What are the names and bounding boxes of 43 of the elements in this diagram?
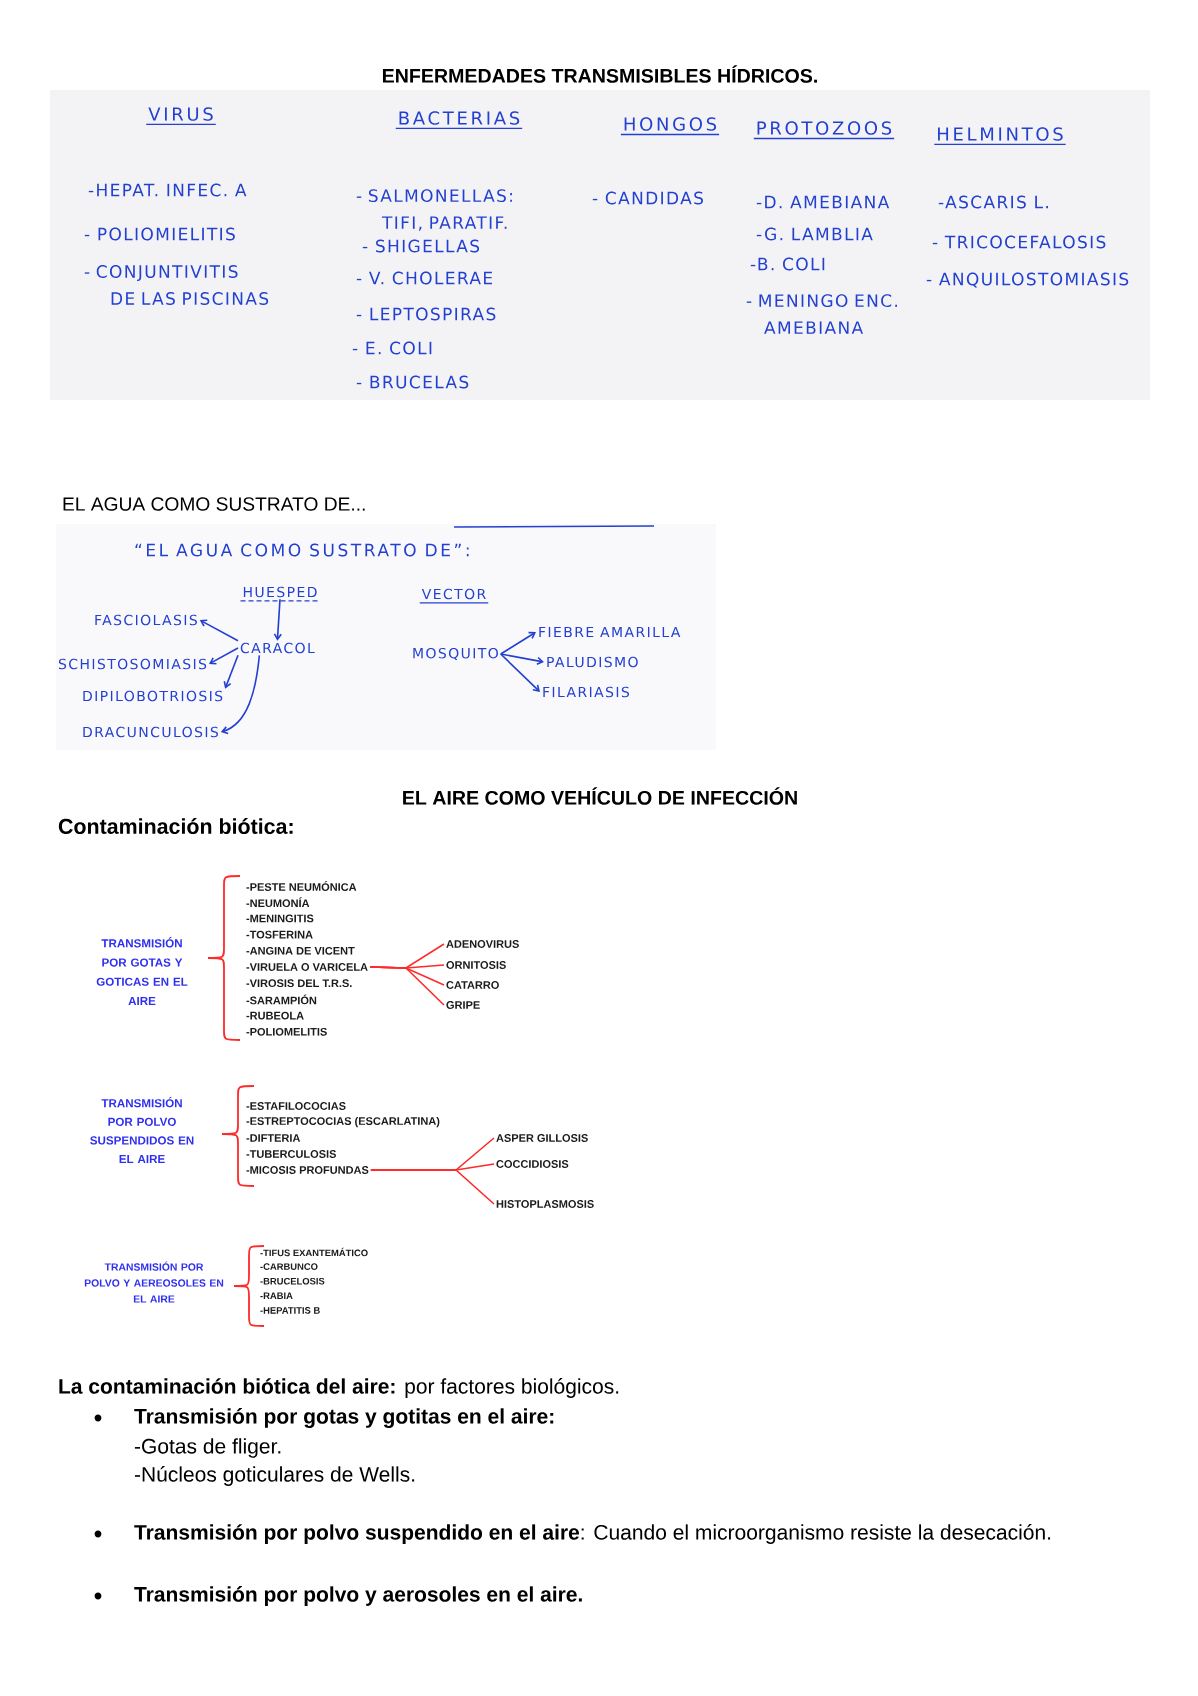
arrow: [273, 598, 283, 641]
arrow: [499, 653, 544, 665]
arrow: [220, 654, 261, 735]
handwritten-item: -B. COLI: [750, 257, 825, 271]
arrow: [499, 631, 536, 655]
paragraph: La contaminación biótica del aire: por factores biológicos.: [59, 1378, 619, 1398]
sub-item: -Gotas de fliger.: [134, 1438, 281, 1458]
bullet-item: Transmisión por polvo y aerosoles en el aire.: [134, 1586, 582, 1606]
section-heading: EL AIRE COMO VEHÍCULO DE INFECCIÓN: [403, 787, 797, 805]
bullet-item: Transmisión por polvo suspendido en el aire: Cuando el microorganismo resiste la desecación.: [134, 1524, 1051, 1544]
handwritten-item: - ANQUILOSTOMIASIS: [926, 272, 1129, 288]
handwritten-title: “EL AGUA COMO SUSTRATO DE”:: [135, 543, 469, 557]
subheading: Contaminación biótica:: [58, 818, 293, 834]
handwritten-item: - CANDIDAS: [592, 191, 703, 205]
arrow: [223, 654, 239, 689]
handwritten-item: - MENINGO ENC. AMEBIANA: [746, 294, 897, 334]
column-heading: PROTOZOOS: [753, 121, 895, 140]
handwritten-item: -ASCARIS L.: [938, 195, 1048, 209]
page-title: ENFERMEDADES TRANSMISIBLES HÍDRICOS.: [383, 65, 817, 83]
column-heading: HONGOS: [620, 117, 720, 136]
bullet-item: Transmisión por gotas y gotitas en el aire:: [134, 1408, 554, 1428]
column-heading: HELMINTOS: [933, 127, 1067, 146]
handwritten-item: -G. LAMBLIA: [756, 227, 873, 241]
handwritten-item: - CONJUNTIVITIS DE LAS PISCINAS: [84, 265, 269, 305]
handwritten-item: -D. AMEBIANA: [756, 195, 890, 209]
handwritten-item: - BRUCELAS: [356, 375, 469, 389]
arrow: [199, 619, 239, 642]
column-heading: BACTERIAS: [395, 111, 523, 130]
arrow: [208, 647, 239, 665]
handwritten-item: - SHIGELLAS: [362, 239, 480, 253]
handwritten-item: - E. COLI: [352, 341, 432, 355]
handwritten-item: - POLIOMIELITIS: [84, 227, 235, 241]
column-heading: VIRUS: [145, 107, 217, 126]
handwritten-item: - SALMONELLAS: TIFI, PARATIF.: [356, 189, 512, 231]
handwritten-item: - LEPTOSPIRAS: [356, 307, 496, 321]
arrow: [499, 653, 540, 692]
connector-line: [370, 1169, 495, 1205]
handwritten-item: -HEPAT. INFEC. A: [88, 183, 247, 197]
handwritten-item: - TRICOCEFALOSIS: [932, 235, 1106, 249]
sub-item: -Núcleos goticulares de Wells.: [134, 1466, 415, 1486]
section-heading: EL AGUA COMO SUSTRATO DE...: [63, 497, 365, 511]
handwritten-item: - V. CHOLERAE: [356, 271, 493, 285]
connector-line: [369, 966, 445, 1006]
